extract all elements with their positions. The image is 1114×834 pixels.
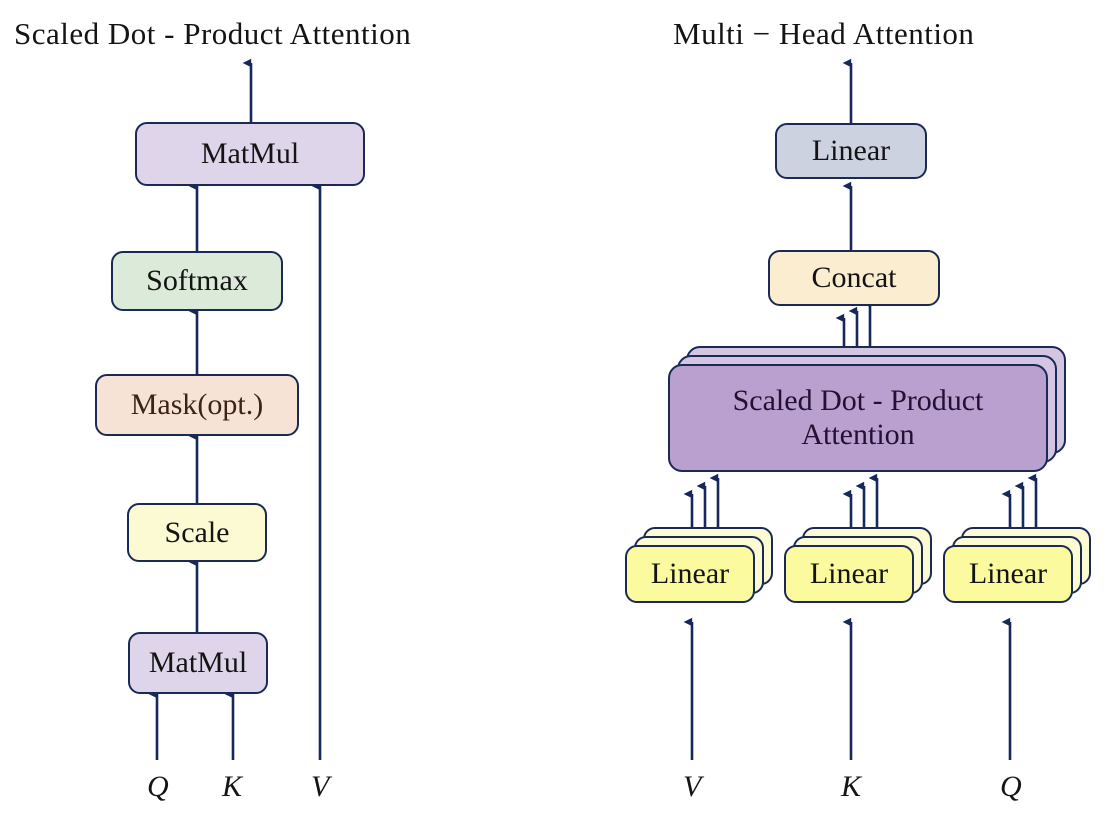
node-linear-v-stack[interactable]: Linear: [625, 527, 785, 622]
sdpa-box-front[interactable]: Scaled Dot - Product Attention: [668, 364, 1048, 472]
sdpa-label-line1: Scaled Dot - Product: [732, 384, 984, 418]
right-panel-title: Multi − Head Attention: [673, 16, 975, 51]
node-matmul-top[interactable]: MatMul: [135, 122, 365, 186]
sdpa-label-line2: Attention: [801, 418, 915, 451]
linear-q-box-front[interactable]: Linear: [943, 545, 1073, 603]
node-concat[interactable]: Concat: [768, 250, 940, 306]
node-matmul-bottom[interactable]: MatMul: [128, 632, 268, 694]
node-mask[interactable]: Mask(opt.): [95, 374, 299, 436]
linear-v-box-front[interactable]: Linear: [625, 545, 755, 603]
node-linear-q-stack[interactable]: Linear: [943, 527, 1103, 622]
linear-k-box-front[interactable]: Linear: [784, 545, 914, 603]
node-linear-output[interactable]: Linear: [775, 123, 927, 179]
input-label-v-left: V: [311, 770, 330, 803]
input-label-k-left: K: [222, 770, 243, 803]
node-scale[interactable]: Scale: [127, 503, 267, 562]
input-label-k-right: K: [841, 770, 862, 803]
left-panel-title: Scaled Dot - Product Attention: [14, 16, 412, 51]
input-label-q-left: Q: [147, 770, 169, 803]
node-softmax[interactable]: Softmax: [111, 251, 283, 311]
node-linear-k-stack[interactable]: Linear: [784, 527, 944, 622]
node-scaled-dot-product-attention-stack[interactable]: Scaled Dot - Product Attention: [668, 346, 1066, 481]
input-label-q-right: Q: [1000, 770, 1022, 803]
input-label-v-right: V: [683, 770, 702, 803]
